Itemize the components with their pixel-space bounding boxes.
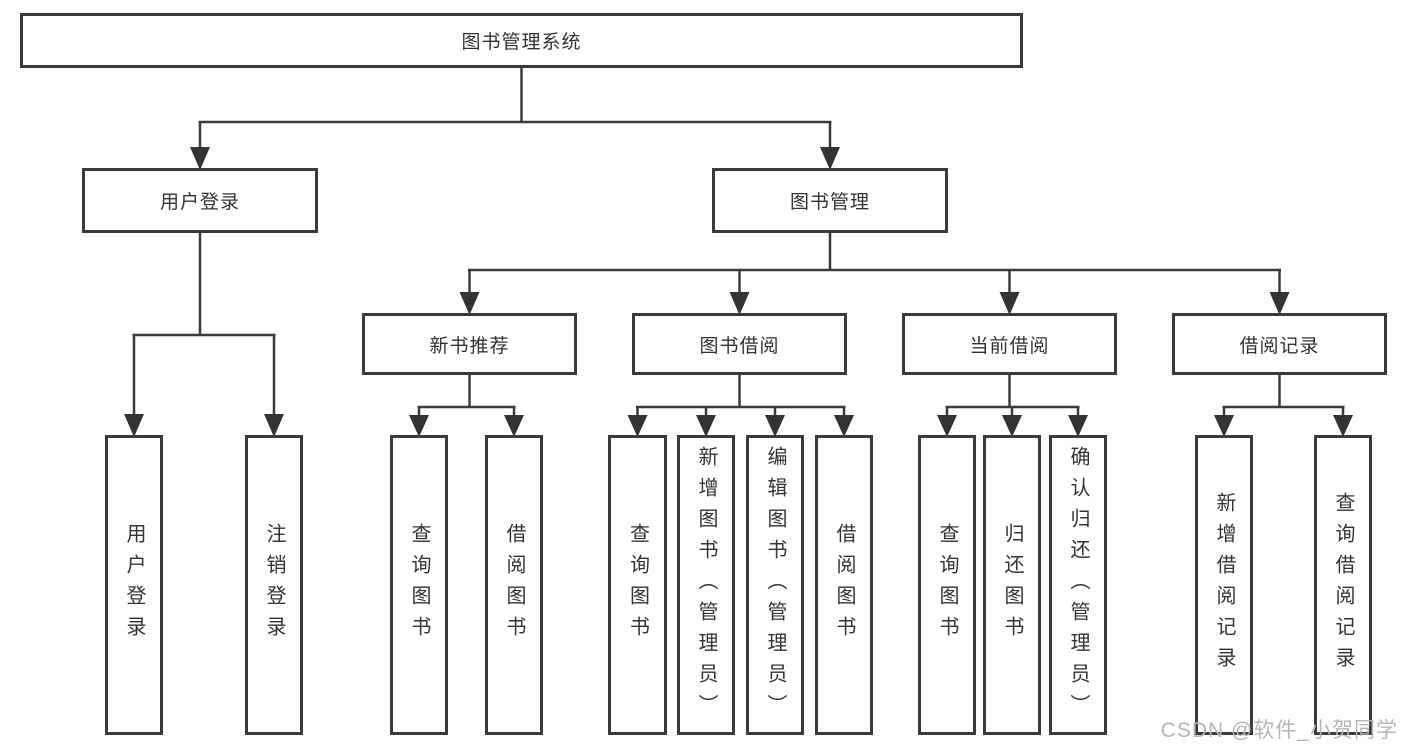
leaf-add-borrow-record-label: 新增借阅记录 bbox=[1213, 492, 1235, 678]
node-current-borrow-label: 当前借阅 bbox=[969, 335, 1050, 357]
node-borrow-records-label: 借阅记录 bbox=[1239, 335, 1320, 357]
leaf-query-books-current: 查询图书 bbox=[918, 435, 976, 735]
leaf-borrow-books: 借阅图书 bbox=[815, 435, 873, 735]
node-book-borrow-label: 图书借阅 bbox=[699, 335, 780, 357]
leaf-add-borrow-record: 新增借阅记录 bbox=[1195, 435, 1253, 735]
leaf-borrow-books-recommend: 借阅图书 bbox=[485, 435, 543, 735]
leaf-query-borrow-record: 查询借阅记录 bbox=[1314, 435, 1372, 735]
leaf-user-login: 用户登录 bbox=[105, 435, 163, 735]
leaf-query-books-recommend: 查询图书 bbox=[390, 435, 448, 735]
node-book-management-label: 图书管理 bbox=[789, 192, 870, 213]
leaf-logout: 注销登录 bbox=[245, 435, 303, 735]
node-new-book-recommend: 新书推荐 bbox=[362, 313, 577, 375]
node-user-login-label: 用户登录 bbox=[159, 192, 240, 213]
leaf-add-book-admin-label: 新增图书（管理员） bbox=[695, 445, 717, 725]
leaf-return-books: 归还图书 bbox=[983, 435, 1041, 735]
leaf-add-book-admin: 新增图书（管理员） bbox=[677, 435, 735, 735]
leaf-logout-label: 注销登录 bbox=[263, 523, 285, 647]
leaf-edit-book-admin: 编辑图书（管理员） bbox=[746, 435, 804, 735]
csdn-watermark: CSDN @软件_小贺同学 bbox=[1160, 719, 1398, 742]
node-book-management: 图书管理 bbox=[712, 168, 948, 233]
leaf-query-books-recommend-label: 查询图书 bbox=[408, 523, 430, 647]
node-root: 图书管理系统 bbox=[20, 13, 1023, 68]
leaf-edit-book-admin-label: 编辑图书（管理员） bbox=[764, 445, 786, 725]
node-book-borrow: 图书借阅 bbox=[632, 313, 847, 375]
node-user-login: 用户登录 bbox=[82, 168, 318, 233]
leaf-confirm-return-admin-label: 确认归还（管理员） bbox=[1067, 445, 1089, 725]
leaf-query-books-borrow-label: 查询图书 bbox=[626, 523, 649, 647]
leaf-borrow-books-recommend-label: 借阅图书 bbox=[503, 523, 525, 647]
leaf-borrow-books-label: 借阅图书 bbox=[833, 523, 855, 647]
node-borrow-records: 借阅记录 bbox=[1172, 313, 1387, 375]
leaf-query-books-current-label: 查询图书 bbox=[936, 523, 958, 647]
node-root-label: 图书管理系统 bbox=[461, 32, 582, 53]
leaf-query-books-borrow: 查询图书 bbox=[608, 435, 667, 735]
node-current-borrow: 当前借阅 bbox=[902, 313, 1117, 375]
leaf-return-books-label: 归还图书 bbox=[1001, 523, 1023, 647]
leaf-query-borrow-record-label: 查询借阅记录 bbox=[1332, 492, 1354, 678]
leaf-user-login-label: 用户登录 bbox=[123, 523, 145, 647]
node-new-book-recommend-label: 新书推荐 bbox=[429, 335, 510, 357]
leaf-confirm-return-admin: 确认归还（管理员） bbox=[1049, 435, 1107, 735]
